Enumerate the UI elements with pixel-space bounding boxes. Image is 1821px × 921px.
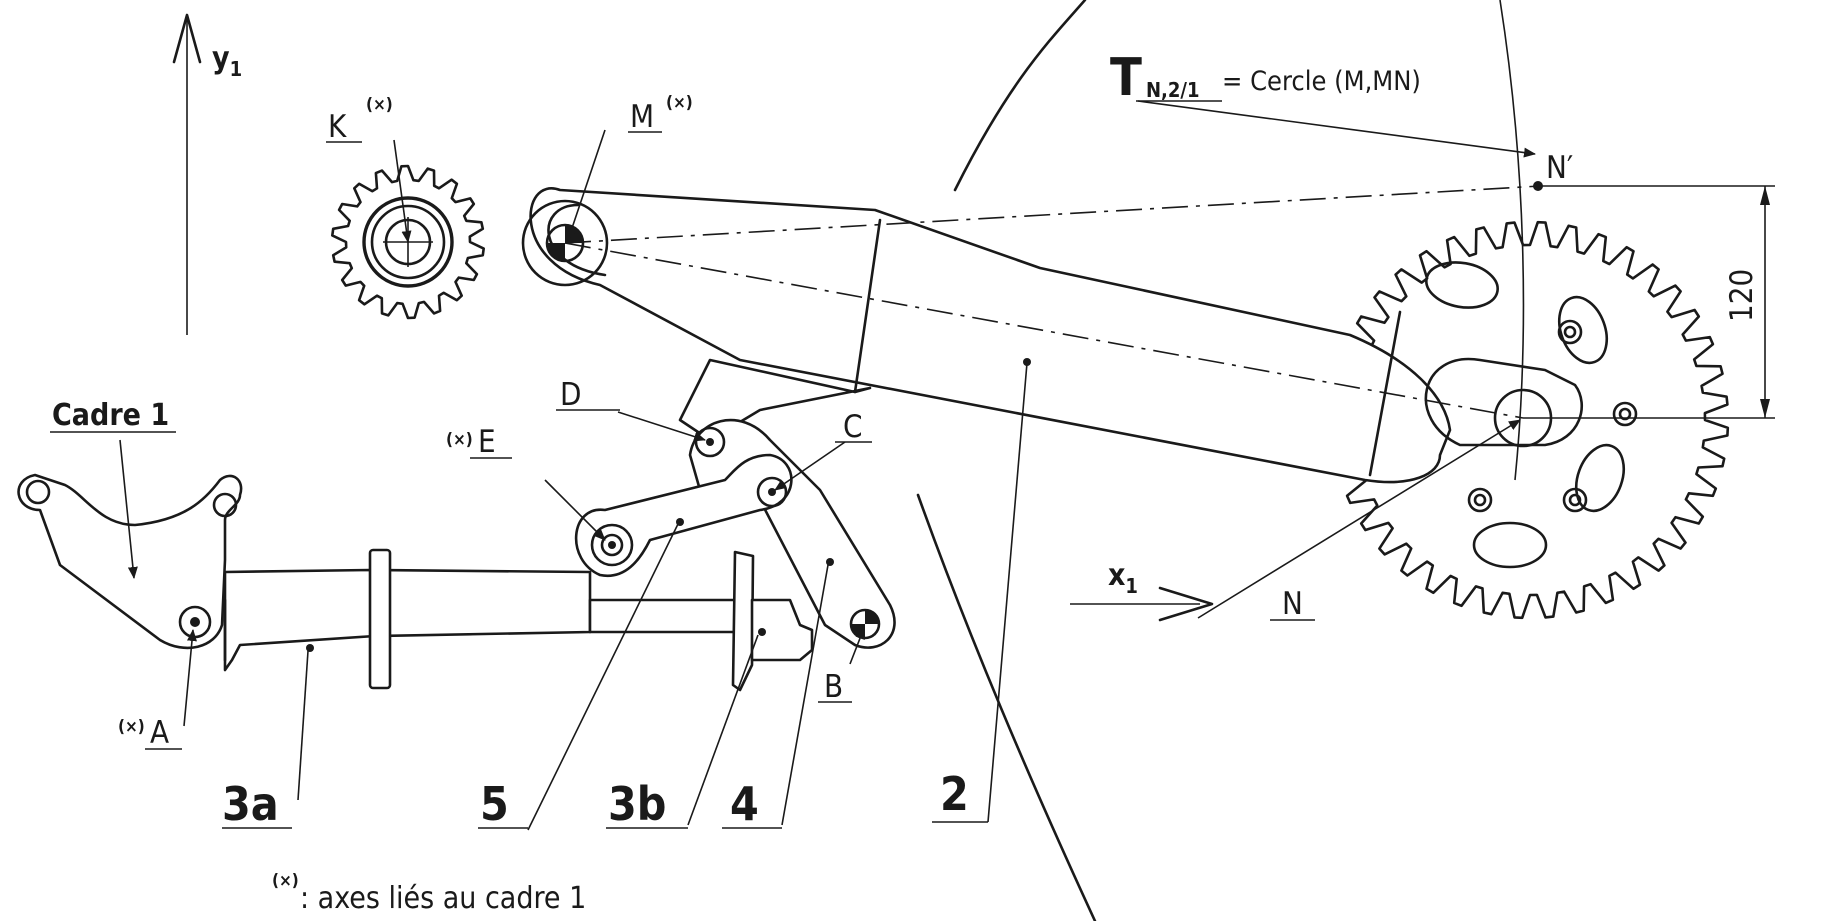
trajectory-equation: = Cercle (M,MN) [1222, 66, 1421, 97]
point-a-marker: (×) [118, 717, 145, 737]
trajectory-circle [953, 0, 1087, 192]
point-n-label: N [1282, 586, 1303, 622]
trajectory-subscript: N,2/1 [1146, 78, 1200, 102]
y1-axis [172, 13, 202, 335]
piston-rod-3b [588, 550, 814, 692]
point-n-prime-label: N′ [1546, 150, 1573, 186]
point-e-label: E [478, 424, 496, 460]
point-a-label: A [150, 715, 169, 751]
footnote-marker: (×) [272, 871, 299, 891]
part-5-label: 5 [480, 777, 509, 831]
part-3a-label: 3a [222, 777, 279, 831]
frame-label: Cadre 1 [52, 398, 169, 433]
shock-body-3a [223, 548, 592, 690]
part-2-label: 2 [940, 767, 969, 821]
leader-lines [119, 100, 1536, 831]
part-2-dot [1023, 358, 1031, 366]
trajectory-circle-lower [916, 493, 1097, 921]
dimension-120 [1760, 186, 1770, 418]
dimension-value: 120 [1724, 269, 1760, 322]
chainring [1330, 220, 1730, 620]
x1-axis [1070, 586, 1214, 622]
point-b-label: B [824, 669, 843, 705]
point-e-marker: (×) [446, 430, 473, 450]
part-3b-label: 3b [608, 777, 666, 831]
point-k-label: K [328, 109, 347, 145]
x1-label: x1 [1108, 558, 1138, 598]
point-n-prime-dot [1533, 181, 1543, 191]
point-c-label: C [843, 409, 862, 445]
construction-line-mn-prime [564, 185, 1541, 244]
sprocket-k [330, 164, 486, 320]
frame-cadre-1 [17, 473, 243, 650]
y1-label: y1 [212, 41, 242, 81]
part-4-label: 4 [730, 777, 759, 831]
footnote-text: : axes liés au cadre 1 [300, 881, 586, 916]
swingarm-part-2 [521, 187, 1584, 484]
point-k-marker: (×) [366, 95, 393, 115]
trajectory-symbol: T [1110, 48, 1142, 108]
point-d-label: D [560, 377, 581, 413]
construction-line-mn [564, 242, 1524, 419]
point-m-label: M [630, 99, 654, 135]
point-m-marker: (×) [666, 93, 693, 113]
link-part-5 [574, 453, 793, 578]
